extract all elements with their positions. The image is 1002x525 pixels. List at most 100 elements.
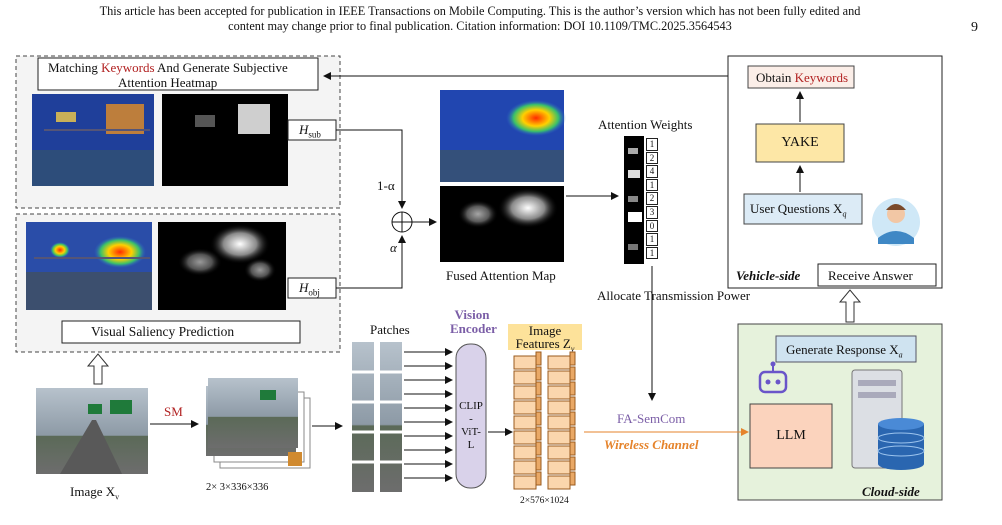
clip-vit-line: ViT- xyxy=(461,426,481,438)
feature-block-side xyxy=(569,351,576,366)
obtain-keyword-word: Keywords xyxy=(794,70,849,85)
feature-block xyxy=(547,370,571,385)
attention-weight-value: 1 xyxy=(646,138,658,151)
image-input-label: Image Xv xyxy=(70,484,119,502)
image-to-saliency-arrow xyxy=(86,353,110,385)
feature-block xyxy=(513,355,537,370)
vision-encoder-line2: Encoder xyxy=(450,321,497,336)
cloud-side-label: Cloud-side xyxy=(862,484,920,499)
image-features-subscript: v xyxy=(570,344,575,354)
one-minus-alpha-label: 1-α xyxy=(377,178,395,193)
feature-block-side xyxy=(569,426,576,441)
vision-encoder-label: Vision Encoder xyxy=(450,307,497,336)
h-sub-label: Hsub xyxy=(299,122,321,140)
feature-block xyxy=(513,385,537,400)
image-features-label-box xyxy=(508,324,582,350)
clip-vit-label: CLIP-ViT-L xyxy=(456,400,486,452)
attention-weight-value: 2 xyxy=(646,151,658,165)
attention-weight-value: 3 xyxy=(646,205,658,219)
feature-block-side xyxy=(569,441,576,456)
cloud-to-vehicle-arrow xyxy=(838,289,862,323)
attention-weights-label: Attention Weights xyxy=(598,117,693,132)
clip-vit-line: CLIP xyxy=(459,400,483,412)
image-features-line2: Features Z xyxy=(515,336,571,351)
feature-block-side xyxy=(569,456,576,471)
fused-map-label: Fused Attention Map xyxy=(446,268,556,283)
feature-block-side xyxy=(535,426,542,441)
matching-keywords-box xyxy=(37,57,319,91)
feature-block xyxy=(513,400,537,415)
vision-encoder-line1: Vision xyxy=(454,307,490,322)
feature-block-side xyxy=(569,396,576,411)
clip-vit-encoder-box xyxy=(455,343,487,489)
wireless-channel-label: Wireless Channel xyxy=(604,437,699,452)
h-obj-label: Hobj xyxy=(299,280,320,298)
receive-answer-label: Receive Answer xyxy=(828,268,913,283)
header-line-2: content may change prior to final public… xyxy=(228,19,732,33)
sm-label: SM xyxy=(164,404,183,419)
image-features-line1: Image xyxy=(528,323,562,338)
yake-box xyxy=(755,123,845,163)
user-questions-box xyxy=(743,193,863,225)
feature-block-side xyxy=(569,366,576,381)
feature-block xyxy=(547,430,571,445)
generate-response-subscript: a xyxy=(898,350,903,360)
feature-block xyxy=(513,370,537,385)
feature-block xyxy=(547,445,571,460)
visual-saliency-label: Visual Saliency Prediction xyxy=(91,324,235,339)
matching-suffix: And Generate Subjective xyxy=(154,60,288,75)
alpha-label: α xyxy=(390,240,397,255)
matching-title-line1: Matching Keywords And Generate Subjectiv… xyxy=(48,60,288,76)
yake-label: YAKE xyxy=(781,135,819,150)
feature-block-side xyxy=(569,381,576,396)
feature-block xyxy=(547,460,571,475)
feature-block xyxy=(547,385,571,400)
feature-block xyxy=(513,415,537,430)
attention-weight-value: 4 xyxy=(646,165,658,178)
llm-box xyxy=(749,403,833,469)
feature-block xyxy=(513,475,537,490)
image-input-text: Image X xyxy=(70,484,116,499)
image-features-label: Image Features Zv xyxy=(508,324,582,356)
generate-response-text: Generate Response X xyxy=(786,342,899,357)
clip-vit-line: L xyxy=(467,439,475,451)
h-sub-h: H xyxy=(299,122,309,137)
user-questions-subscript: q xyxy=(842,209,847,219)
feature-block xyxy=(513,460,537,475)
resized-images-stack xyxy=(206,378,311,469)
patches-columns xyxy=(352,342,402,492)
user-questions-label: User Questions Xq xyxy=(750,201,846,219)
fa-semcom-label: FA-SemCom xyxy=(617,411,686,426)
header-line-1: This article has been accepted for publi… xyxy=(99,4,861,18)
patches-label: Patches xyxy=(370,322,410,337)
user-questions-text: User Questions X xyxy=(750,201,843,216)
page-number: 9 xyxy=(971,20,978,35)
feature-block-side xyxy=(535,441,542,456)
obtain-prefix: Obtain xyxy=(756,70,795,85)
attention-weight-value: 1 xyxy=(646,233,658,246)
feature-block-side xyxy=(535,411,542,426)
h-sub-subscript: sub xyxy=(308,129,321,140)
generate-response-box xyxy=(775,335,917,363)
page-header: This article has been accepted for publi… xyxy=(0,4,960,34)
image-input-subscript: v xyxy=(115,492,120,502)
generate-response-label: Generate Response Xa xyxy=(786,342,903,360)
feature-block-side xyxy=(535,351,542,366)
attention-weight-value: 1 xyxy=(646,246,658,260)
receive-answer-box xyxy=(817,263,937,287)
h-obj-subscript: obj xyxy=(308,287,320,298)
feature-block-side xyxy=(535,471,542,486)
feature-block xyxy=(547,355,571,370)
h-obj-h: H xyxy=(299,280,309,295)
feature-block xyxy=(547,475,571,490)
obtain-keywords-label: Obtain Keywords xyxy=(756,70,848,86)
database-icon xyxy=(877,418,925,470)
vehicle-side-label: Vehicle-side xyxy=(736,268,801,283)
feature-block-side xyxy=(535,396,542,411)
matching-keyword: Keywords xyxy=(101,60,155,75)
feature-block-side xyxy=(535,381,542,396)
feature-block xyxy=(513,430,537,445)
patch-arrows xyxy=(404,348,453,482)
visual-saliency-box xyxy=(61,320,301,344)
